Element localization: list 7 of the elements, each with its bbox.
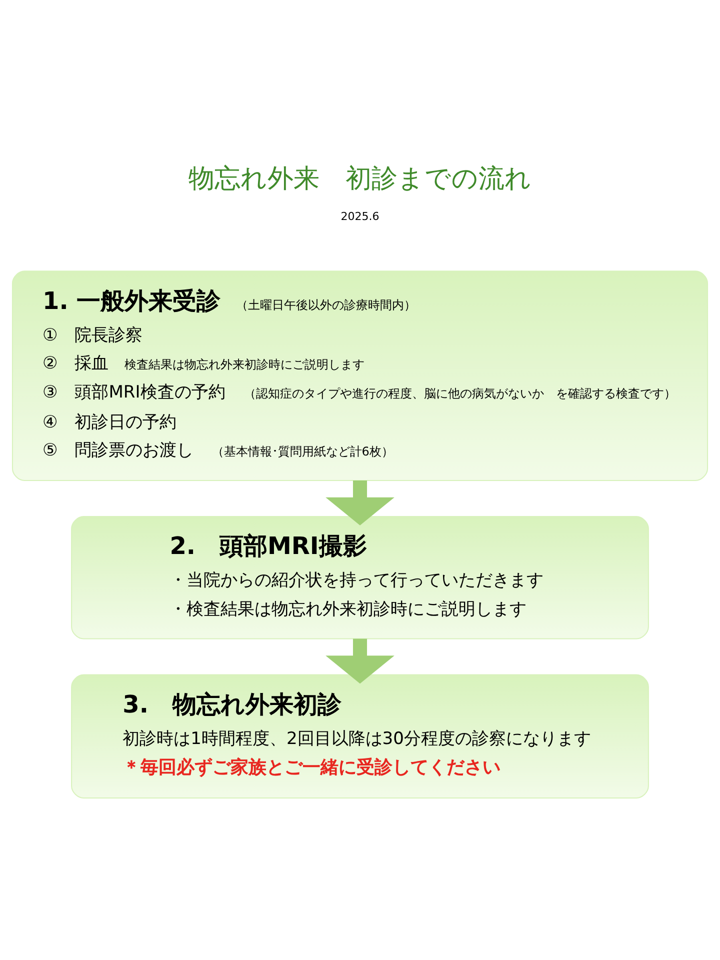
arrow xyxy=(326,638,394,684)
node-box: 3. 物忘れ外来初診 初診時は1時間程度、2回目以降は30分程度の診察になります ＊毎回必ずご家族とご一緒に受診してください xyxy=(71,674,649,798)
arrow xyxy=(326,480,394,526)
diagram-title: 物忘れ外来 初診までの流れ xyxy=(188,164,532,194)
label: 2025.6 xyxy=(340,210,380,223)
node-box: 1. 一般外来受診 （土曜日午後以外の診療時間内） ① 院長診察 ② 採血 検査結果は物忘れ外来初診時にご説明します ③ 頭部MRI検査の予約 （認知症のタイプや進行の程度、脳に他の病気がないか を確認する検査です） ④ 初診日の予約 ⑤ 問診票のお渡し （基本情報･質問用紙など計6枚） xyxy=(12,270,708,481)
node-box: 2. 頭部MRI撮影 ・当院からの紹介状を持って行っていただきます ・検査結果は物忘れ外来初診時にご説明します xyxy=(71,516,649,640)
